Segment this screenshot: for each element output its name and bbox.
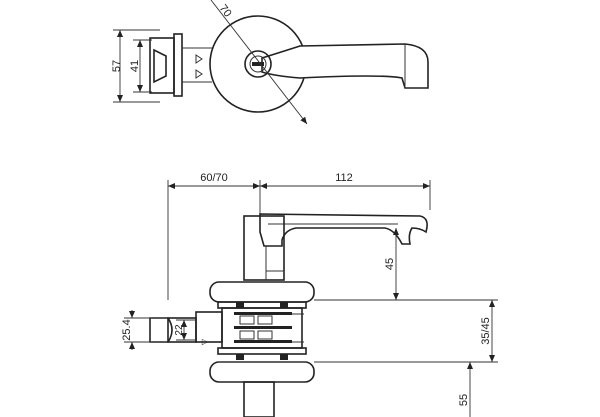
lever-height-dimension: 45 bbox=[384, 228, 399, 300]
inner-height-dimension: 41 bbox=[129, 39, 152, 93]
backset-dimension: 60/70 bbox=[167, 172, 261, 300]
diameter-label: 70 bbox=[217, 2, 234, 19]
lever-length-dimension: 112 bbox=[260, 172, 431, 210]
lever-neck bbox=[243, 215, 285, 281]
direction-mark: ▽ bbox=[200, 338, 209, 345]
latch-bolt-side: ▽ bbox=[149, 311, 223, 345]
inner-height-label: 41 bbox=[129, 60, 141, 72]
lever-side bbox=[259, 213, 428, 247]
rose-offset-dimension: 55 bbox=[458, 362, 473, 417]
lever-length-label: 112 bbox=[335, 172, 353, 184]
diameter-dimension-line bbox=[210, 0, 308, 125]
key-cylinder bbox=[244, 50, 272, 78]
side-view: 60/70 112 45 bbox=[121, 172, 498, 417]
overall-height-dimension: 57 bbox=[111, 29, 160, 103]
latch-width-label: 22 bbox=[174, 324, 185, 336]
backset-label: 60/70 bbox=[200, 172, 228, 184]
lever-height-label: 45 bbox=[384, 258, 396, 270]
latch-width-dimension: 22 bbox=[174, 319, 196, 341]
door-thickness-label: 35/45 bbox=[480, 317, 492, 345]
latch-height-label: 25.4 bbox=[121, 319, 133, 340]
lever-top bbox=[261, 43, 429, 89]
lower-rose bbox=[209, 361, 315, 383]
lock-mechanism bbox=[217, 301, 307, 360]
lower-spindle bbox=[243, 381, 275, 417]
rose-offset-label: 55 bbox=[458, 394, 470, 406]
door-thickness-dimension: 35/45 bbox=[480, 300, 495, 362]
upper-rose bbox=[209, 281, 315, 303]
top-view: 70 57 41 bbox=[111, 0, 429, 125]
latch-height-dimension: 25.4 bbox=[121, 310, 152, 350]
latch-bolt-top bbox=[149, 33, 212, 97]
overall-height-label: 57 bbox=[111, 60, 123, 72]
